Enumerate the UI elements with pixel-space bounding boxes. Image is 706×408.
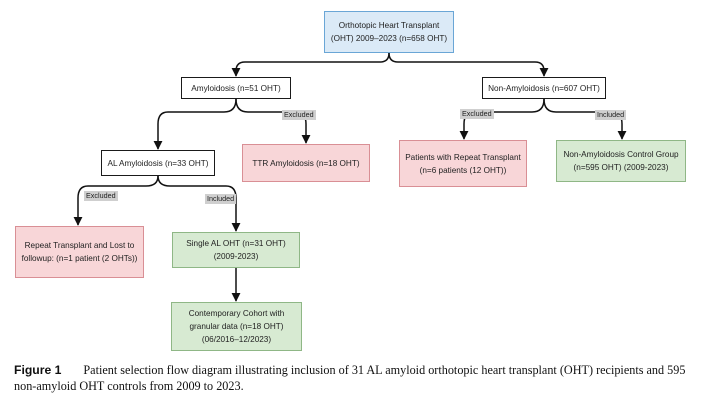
node-oht-total-line2: (OHT) 2009–2023 (n=658 OHT) xyxy=(330,34,448,43)
node-control-group-line2: (n=595 OHT) (2009-2023) xyxy=(573,163,669,172)
node-lost-followup-line2: followup: (n=1 patient (2 OHTs)) xyxy=(21,254,138,263)
arrow-root-to-amyloidosis xyxy=(231,52,390,77)
node-contemporary-cohort-line3: (06/2016–12/2023) xyxy=(201,335,272,344)
arrow-non-amyloidosis-to-repeat xyxy=(459,98,545,140)
node-control-group-line1: Non-Amyloidosis Control Group xyxy=(563,150,679,159)
node-repeat-transplant: Patients with Repeat Transplant (n=6 pat… xyxy=(399,140,527,187)
node-contemporary-cohort-line1: Contemporary Cohort with xyxy=(188,309,285,318)
tag-excluded-ttr: Excluded xyxy=(282,110,316,120)
node-oht-total-line1: Orthotopic Heart Transplant xyxy=(338,21,440,30)
node-repeat-transplant-line1: Patients with Repeat Transplant xyxy=(405,152,521,162)
node-amyloidosis-line1: Amyloidosis (n=51 OHT) xyxy=(191,83,281,93)
node-al-amyloidosis: AL Amyloidosis (n=33 OHT) xyxy=(101,150,215,176)
tag-excluded-lost: Excluded xyxy=(84,191,118,201)
node-lost-followup-line1: Repeat Transplant and Lost to xyxy=(24,241,135,250)
node-ttr-amyloidosis: TTR Amyloidosis (n=18 OHT) xyxy=(242,144,370,182)
node-contemporary-cohort: Contemporary Cohort with granular data (… xyxy=(171,302,302,351)
node-al-amyloidosis-line1: AL Amyloidosis (n=33 OHT) xyxy=(107,158,209,168)
node-non-amyloidosis-line1: Non-Amyloidosis (n=607 OHT) xyxy=(488,83,600,93)
figure-label: Figure 1 xyxy=(14,363,62,377)
arrow-al-to-lost xyxy=(73,175,159,226)
node-single-al-line2: (2009-2023) xyxy=(213,252,259,261)
tag-included-single: Included xyxy=(205,194,237,204)
node-contemporary-cohort-line2: granular data (n=18 OHT) xyxy=(189,322,284,331)
node-single-al-line1: Single AL OHT (n=31 OHT) xyxy=(186,239,286,248)
node-ttr-amyloidosis-line1: TTR Amyloidosis (n=18 OHT) xyxy=(252,158,360,168)
node-non-amyloidosis: Non-Amyloidosis (n=607 OHT) xyxy=(482,77,606,99)
node-lost-followup: Repeat Transplant and Lost to followup: … xyxy=(15,226,144,278)
node-control-group: Non-Amyloidosis Control Group (n=595 OHT… xyxy=(556,140,686,182)
arrow-amyloidosis-to-ttr xyxy=(235,98,311,144)
arrow-amyloidosis-to-al xyxy=(153,98,237,150)
arrow-al-to-single xyxy=(157,175,241,232)
node-single-al: Single AL OHT (n=31 OHT) (2009-2023) xyxy=(172,232,300,268)
figure-caption-text: Patient selection flow diagram illustrat… xyxy=(14,363,686,393)
tag-included-control: Included xyxy=(595,110,627,120)
tag-excluded-repeat: Excluded xyxy=(460,109,494,119)
flow-diagram: Orthotopic Heart Transplant (OHT) 2009–2… xyxy=(15,11,686,351)
node-amyloidosis: Amyloidosis (n=51 OHT) xyxy=(181,77,291,99)
node-repeat-transplant-line2: (n=6 patients (12 OHT)) xyxy=(419,165,507,175)
arrow-root-to-non-amyloidosis xyxy=(388,52,549,77)
node-oht-total: Orthotopic Heart Transplant (OHT) 2009–2… xyxy=(324,11,454,53)
